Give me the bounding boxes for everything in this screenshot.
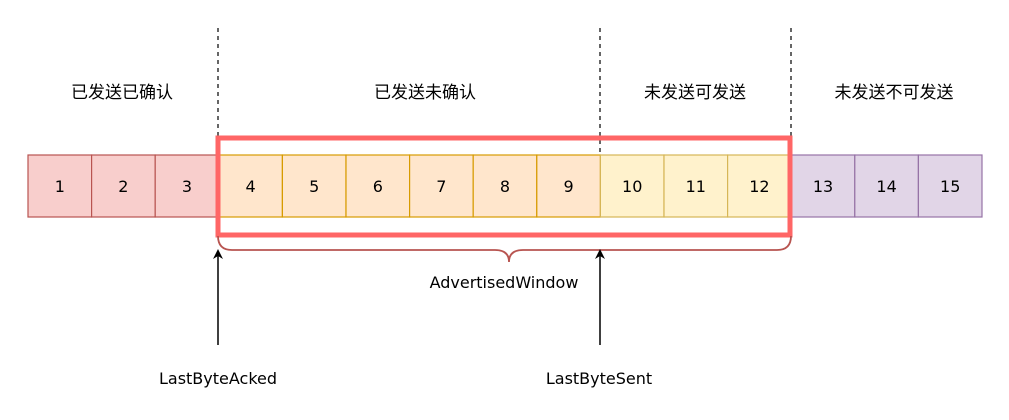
- byte-cell-label-14: 14: [876, 177, 896, 196]
- byte-cell-label-10: 10: [622, 177, 642, 196]
- region-label-sent-unacked: 已发送未确认: [374, 83, 476, 103]
- region-label-acked: 已发送已确认: [71, 83, 173, 103]
- byte-cell-6: [345, 154, 411, 218]
- advertised-window-label: AdvertisedWindow: [430, 273, 579, 292]
- byte-cell-label-12: 12: [749, 177, 769, 196]
- byte-cell-14: [854, 154, 919, 218]
- byte-cell-label-5: 5: [309, 177, 319, 196]
- byte-cell-label-4: 4: [246, 177, 256, 196]
- byte-cell-label-3: 3: [182, 177, 192, 196]
- byte-cell-10: [599, 154, 665, 218]
- byte-cell-15: [917, 154, 983, 218]
- advertised-window-highlight: [215, 135, 793, 238]
- byte-cell-label-13: 13: [813, 177, 833, 196]
- byte-cell-label-11: 11: [686, 177, 706, 196]
- last-byte-acked-label: LastByteAcked: [159, 369, 277, 388]
- byte-cell-label-2: 2: [118, 177, 128, 196]
- byte-cell-9: [536, 154, 601, 218]
- advertised-window-brace: [217, 235, 792, 263]
- region-label-sendable: 未发送可发送: [644, 83, 746, 103]
- byte-cell-label-1: 1: [55, 177, 65, 196]
- region-label-not-sendable: 未发送不可发送: [835, 83, 954, 103]
- byte-cell-label-15: 15: [940, 177, 960, 196]
- byte-cell-label-6: 6: [373, 177, 383, 196]
- byte-cell-label-7: 7: [436, 177, 446, 196]
- byte-cell-11: [663, 154, 729, 218]
- byte-cell-label-9: 9: [564, 177, 574, 196]
- byte-cell-3: [154, 154, 220, 218]
- byte-cell-label-8: 8: [500, 177, 510, 196]
- byte-cell-2: [90, 154, 156, 218]
- last-byte-sent-label: LastByteSent: [546, 369, 652, 388]
